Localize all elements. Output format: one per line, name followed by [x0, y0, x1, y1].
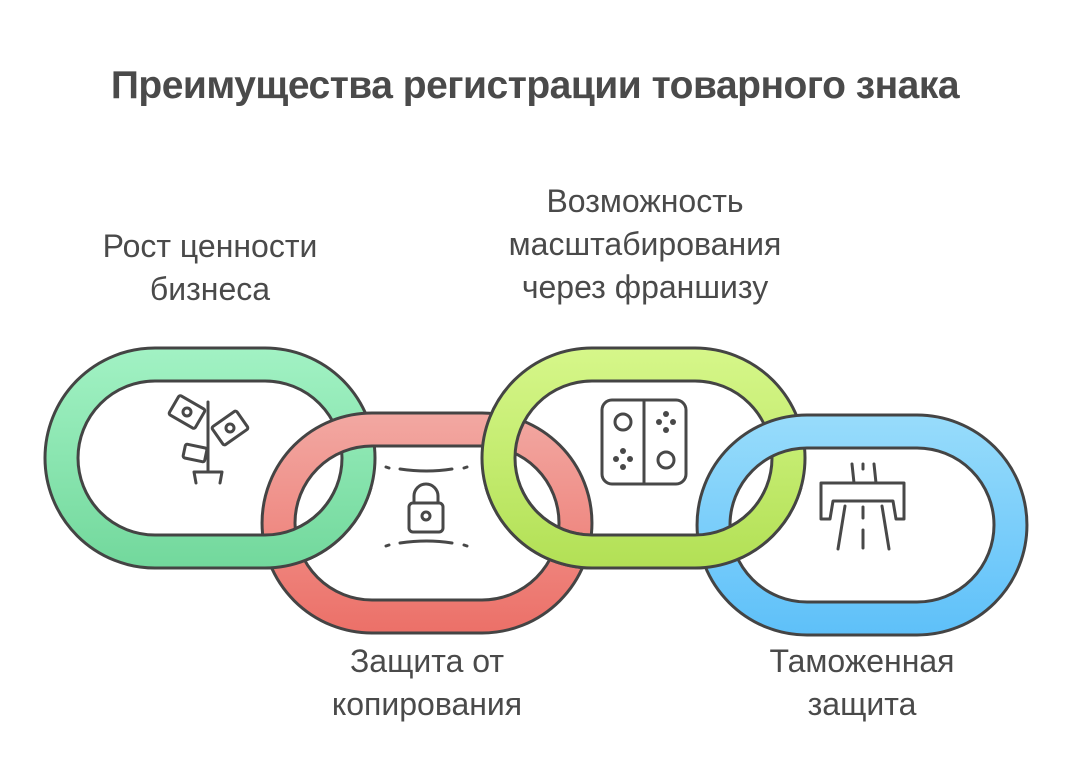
label-line: бизнеса — [149, 271, 271, 307]
label-franchise-scaling: Возможность масштабирования через франши… — [480, 180, 810, 309]
money-plant-icon — [167, 394, 250, 485]
label-line: Рост ценности — [102, 228, 318, 264]
label-line: защита — [807, 686, 917, 722]
label-line: масштабирования — [508, 226, 782, 262]
label-line: копирования — [331, 686, 523, 722]
highway-overpass-icon — [819, 462, 906, 551]
label-line: Возможность — [546, 183, 744, 219]
label-line: Защита от — [349, 643, 505, 679]
green-bottom-overlap — [250, 488, 373, 570]
label-line: через франшизу — [521, 269, 769, 305]
label-business-value-growth: Рост ценности бизнеса — [45, 225, 375, 311]
label-line: Таможенная — [769, 643, 955, 679]
chain-link-red — [260, 411, 594, 635]
label-customs-protection: Таможенная защита — [697, 640, 1027, 726]
padlock-icon — [384, 465, 469, 548]
lime-bottom-overlap-red — [484, 488, 610, 570]
lime-bottom-overlap-blue — [690, 488, 803, 570]
page-title: Преимущества регистрации товарного знака — [110, 64, 960, 107]
game-controller-icon — [600, 398, 688, 486]
label-copy-protection: Защита от копирования — [262, 640, 592, 726]
chain-link-blue — [695, 413, 1029, 637]
